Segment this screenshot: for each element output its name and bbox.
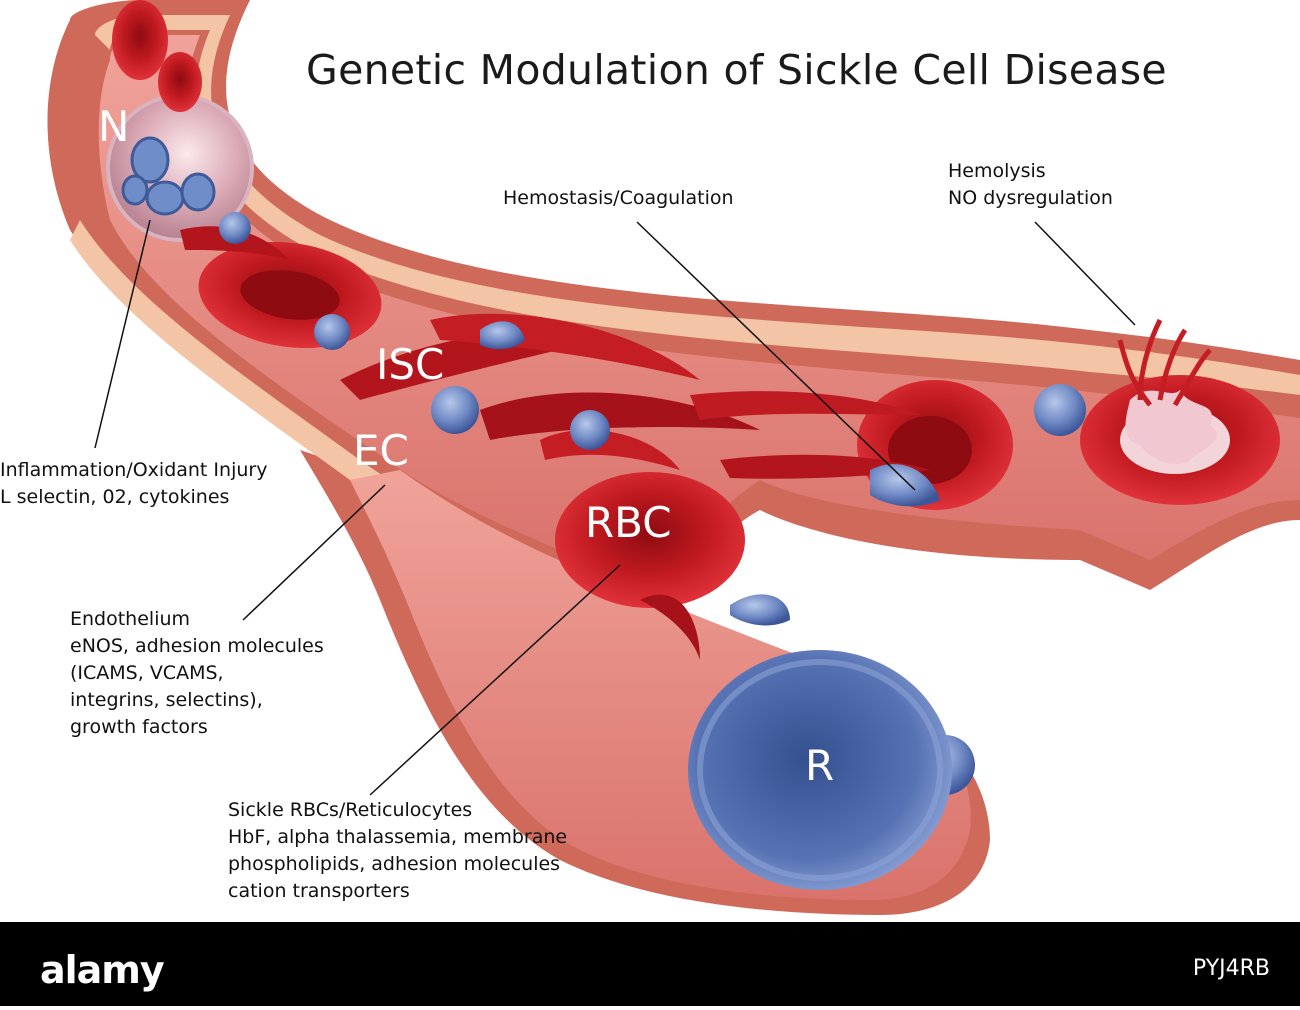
callout-hemolysis-line-2: NO dysregulation <box>948 185 1113 212</box>
callout-sickle-line-2: HbF, alpha thalassemia, membrane <box>228 824 567 851</box>
callout-hemostasis-line: Hemostasis/Coagulation <box>503 185 734 212</box>
tag-neutrophil: N <box>98 106 129 148</box>
platelet-8 <box>730 594 790 625</box>
callout-sickle-line-3: phospholipids, adhesion molecules <box>228 851 567 878</box>
rbc-top-a <box>112 0 168 80</box>
callout-endothelium: Endothelium eNOS, adhesion molecules (IC… <box>70 606 324 741</box>
tag-endothelial-cell: EC <box>353 430 409 472</box>
platelet-4 <box>1034 384 1086 436</box>
leader-hemolysis <box>1035 222 1135 325</box>
callout-hemostasis: Hemostasis/Coagulation <box>503 185 734 212</box>
watermark-footer-bar <box>0 922 1300 1006</box>
platelet-2 <box>431 386 479 434</box>
callout-endothelium-line-3: (ICAMS, VCAMS, <box>70 660 324 687</box>
diagram-title: Genetic Modulation of Sickle Cell Diseas… <box>306 46 1167 94</box>
neutrophil-nucleus-d <box>123 176 147 204</box>
neutrophil-nucleus-b <box>147 182 183 214</box>
callout-inflammation: Inflammation/Oxidant Injury L selectin, … <box>0 457 267 511</box>
callout-endothelium-line-1: Endothelium <box>70 606 324 633</box>
callout-sickle-rbc: Sickle RBCs/Reticulocytes HbF, alpha tha… <box>228 797 567 905</box>
tag-red-blood-cell: RBC <box>585 502 672 544</box>
tag-irreversibly-sickled-cell: ISC <box>376 344 444 386</box>
callout-endothelium-line-4: integrins, selectins), <box>70 687 324 714</box>
callout-hemolysis-line-1: Hemolysis <box>948 158 1113 185</box>
callout-hemolysis: Hemolysis NO dysregulation <box>948 158 1113 212</box>
platelet-3 <box>570 410 610 450</box>
callout-endothelium-line-5: growth factors <box>70 714 324 741</box>
callout-inflammation-line-2: L selectin, 02, cytokines <box>0 484 267 511</box>
platelet-1 <box>314 314 350 350</box>
watermark-logo: alamy <box>40 948 164 992</box>
watermark-image-id: PYJ4RB <box>1193 956 1270 981</box>
callout-inflammation-line-1: Inflammation/Oxidant Injury <box>0 457 267 484</box>
neutrophil-nucleus-c <box>182 174 214 210</box>
rbc-top-b <box>158 52 202 112</box>
callout-sickle-line-1: Sickle RBCs/Reticulocytes <box>228 797 567 824</box>
callout-sickle-line-4: cation transporters <box>228 878 567 905</box>
platelet-5 <box>219 212 251 244</box>
tag-reticulocyte: R <box>805 745 834 787</box>
callout-endothelium-line-2: eNOS, adhesion molecules <box>70 633 324 660</box>
